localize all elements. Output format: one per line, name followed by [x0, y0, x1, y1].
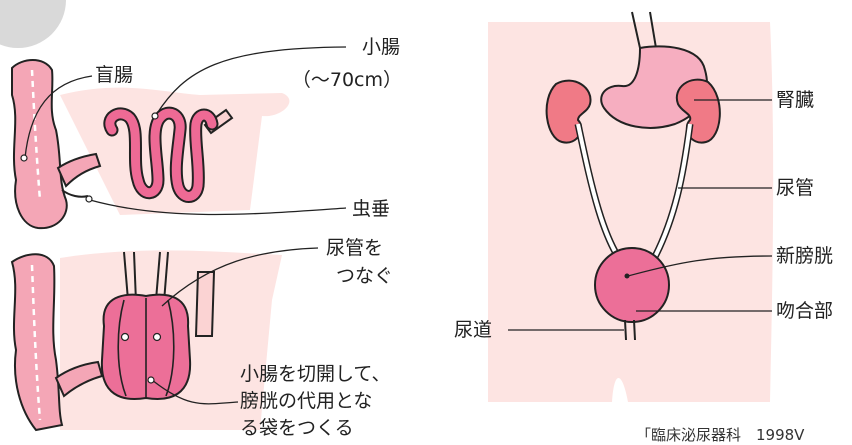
label-neobladder: 新膀胱: [776, 244, 833, 268]
label-small-intestine-length: （～70cm）: [262, 68, 402, 92]
label-ureter: 尿管: [776, 176, 814, 200]
label-pouch-1: 小腸を切開して、: [240, 362, 390, 386]
ascending-colon-top: [12, 60, 67, 228]
label-anastomosis: 吻合部: [776, 299, 833, 323]
label-small-intestine: 小腸: [278, 35, 400, 59]
label-cecum: 盲腸: [95, 63, 133, 87]
label-kidney: 腎臓: [776, 88, 814, 112]
panel-neobladder: [488, 12, 773, 402]
label-appendix: 虫垂: [352, 197, 390, 221]
label-urethra: 尿道: [454, 318, 492, 342]
torso-shape: [488, 22, 773, 402]
source-caption: 「臨床泌尿器科 1998V: [636, 424, 804, 445]
colon-stub-bottom: [196, 272, 214, 336]
label-ureter-connect-2: つなぐ: [336, 264, 393, 288]
ascending-colon-bottom: [12, 254, 62, 430]
corner-circle: [0, 0, 66, 48]
label-ureter-connect-1: 尿管を: [326, 236, 383, 260]
appendix-shape: [62, 190, 88, 197]
panel-before: [12, 60, 289, 228]
label-pouch-2: 膀胱の代用とな: [240, 389, 372, 413]
ileum-end-top: [58, 154, 100, 186]
label-pouch-3: る袋をつくる: [240, 416, 354, 440]
